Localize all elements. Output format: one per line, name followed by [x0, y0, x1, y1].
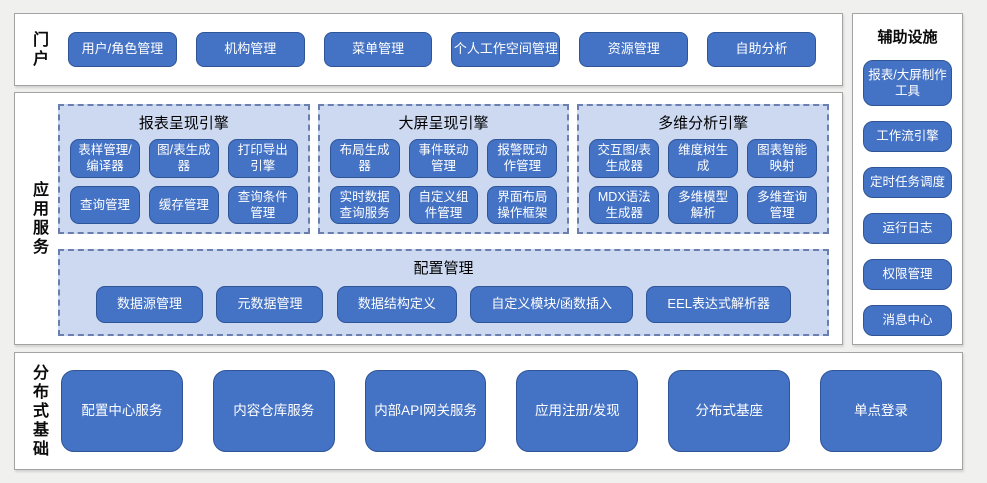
portal-label: 门户	[30, 30, 47, 69]
group-grid: 交互图/表生成器 维度树生成 图表智能映射 MDX语法生成器 多维模型解析 多维…	[587, 139, 819, 224]
workflow-engine-node: 工作流引擎	[863, 121, 952, 152]
distributed-base-node: 分布式基座	[668, 370, 791, 452]
portal-panel: 门户 用户/角色管理 机构管理 菜单管理 个人工作空间管理 资源管理 自助分析	[14, 13, 843, 86]
group-title: 配置管理	[413, 260, 474, 277]
report-rendering-engine-group: 报表呈现引擎 表样管理/编译器 图/表生成器 打印导出引擎 查询管理 缓存管理 …	[58, 104, 310, 234]
config-center-service-node: 配置中心服务	[61, 370, 183, 452]
app-registration-discovery-node: 应用注册/发现	[516, 370, 639, 452]
auxiliary-facilities-title: 辅助设施	[877, 29, 938, 46]
olap-analysis-engine-group: 多维分析引擎 交互图/表生成器 维度树生成 图表智能映射 MDX语法生成器 多维…	[577, 104, 830, 234]
layout-generator-node: 布局生成器	[329, 139, 400, 178]
datasource-management-node: 数据源管理	[96, 286, 204, 323]
mdx-syntax-generator-node: MDX语法生成器	[589, 185, 660, 224]
portal-button-row: 用户/角色管理 机构管理 菜单管理 个人工作空间管理 资源管理 自助分析	[68, 32, 816, 67]
custom-module-function-insert-node: 自定义模块/函数插入	[470, 286, 633, 323]
content-repository-service-node: 内容仓库服务	[212, 370, 335, 452]
resource-management-node: 资源管理	[579, 32, 689, 67]
single-sign-on-node: 单点登录	[820, 370, 942, 452]
print-export-engine-node: 打印导出引擎	[227, 139, 298, 178]
query-condition-management-node: 查询条件管理	[227, 185, 298, 224]
message-center-node: 消息中心	[863, 305, 952, 336]
alarm-action-management-node: 报警既动作管理	[487, 139, 558, 178]
engine-group-row: 报表呈现引擎 表样管理/编译器 图/表生成器 打印导出引擎 查询管理 缓存管理 …	[58, 104, 830, 234]
interactive-chart-generator-node: 交互图/表生成器	[589, 139, 660, 178]
app-services-content: 报表呈现引擎 表样管理/编译器 图/表生成器 打印导出引擎 查询管理 缓存管理 …	[46, 93, 842, 344]
config-management-group: 配置管理 数据源管理 元数据管理 数据结构定义 自定义模块/函数插入 EEL表达…	[58, 249, 829, 336]
metadata-management-node: 元数据管理	[216, 286, 324, 323]
app-services-panel: 应用服务 报表呈现引擎 表样管理/编译器 图/表生成器 打印导出引擎 查询管理 …	[14, 92, 843, 345]
permission-management-node: 权限管理	[863, 259, 952, 290]
dashboard-rendering-engine-group: 大屏呈现引擎 布局生成器 事件联动管理 报警既动作管理 实时数据查询服务 自定义…	[317, 104, 570, 234]
multidim-model-parsing-node: 多维模型解析	[668, 185, 739, 224]
distributed-button-row: 配置中心服务 内容仓库服务 内部API网关服务 应用注册/发现 分布式基座 单点…	[61, 370, 942, 452]
group-grid: 布局生成器 事件联动管理 报警既动作管理 实时数据查询服务 自定义组件管理 界面…	[328, 139, 560, 224]
org-management-node: 机构管理	[195, 32, 305, 67]
multidim-query-management-node: 多维查询管理	[747, 185, 818, 224]
menu-management-node: 菜单管理	[323, 32, 433, 67]
app-services-label: 应用服务	[30, 180, 47, 257]
distributed-foundation-label: 分布式基础	[30, 363, 47, 459]
config-button-row: 数据源管理 元数据管理 数据结构定义 自定义模块/函数插入 EEL表达式解析器	[96, 286, 791, 323]
query-management-node: 查询管理	[70, 185, 140, 224]
group-grid: 表样管理/编译器 图/表生成器 打印导出引擎 查询管理 缓存管理 查询条件管理	[68, 139, 300, 224]
data-structure-definition-node: 数据结构定义	[336, 286, 457, 323]
self-service-analysis-node: 自助分析	[707, 32, 816, 67]
dimension-tree-generation-node: 维度树生成	[668, 139, 739, 178]
group-title: 大屏呈现引擎	[398, 115, 489, 132]
scheduled-task-dispatch-node: 定时任务调度	[863, 167, 952, 198]
internal-api-gateway-service-node: 内部API网关服务	[364, 370, 487, 452]
event-linkage-management-node: 事件联动管理	[408, 139, 479, 178]
report-dashboard-authoring-tool-node: 报表/大屏制作工具	[863, 60, 952, 106]
ui-layout-operation-framework-node: 界面布局操作框架	[487, 185, 558, 224]
personal-workspace-management-node: 个人工作空间管理	[451, 32, 561, 67]
auxiliary-button-column: 报表/大屏制作工具 工作流引擎 定时任务调度 运行日志 权限管理 消息中心	[863, 60, 952, 336]
runtime-log-node: 运行日志	[863, 213, 952, 244]
chart-table-generator-node: 图/表生成器	[148, 139, 219, 178]
custom-component-management-node: 自定义组件管理	[408, 185, 479, 224]
report-template-compiler-node: 表样管理/编译器	[70, 139, 140, 178]
cache-management-node: 缓存管理	[148, 185, 219, 224]
group-title: 报表呈现引擎	[138, 115, 229, 132]
group-title: 多维分析引擎	[658, 115, 749, 132]
eel-expression-parser-node: EEL表达式解析器	[646, 286, 791, 323]
chart-smart-mapping-node: 图表智能映射	[747, 139, 818, 178]
user-role-management-node: 用户/角色管理	[68, 32, 177, 67]
auxiliary-facilities-panel: 辅助设施 报表/大屏制作工具 工作流引擎 定时任务调度 运行日志 权限管理 消息…	[852, 13, 963, 345]
distributed-foundation-panel: 分布式基础 配置中心服务 内容仓库服务 内部API网关服务 应用注册/发现 分布…	[14, 352, 963, 470]
realtime-data-query-service-node: 实时数据查询服务	[329, 185, 400, 224]
